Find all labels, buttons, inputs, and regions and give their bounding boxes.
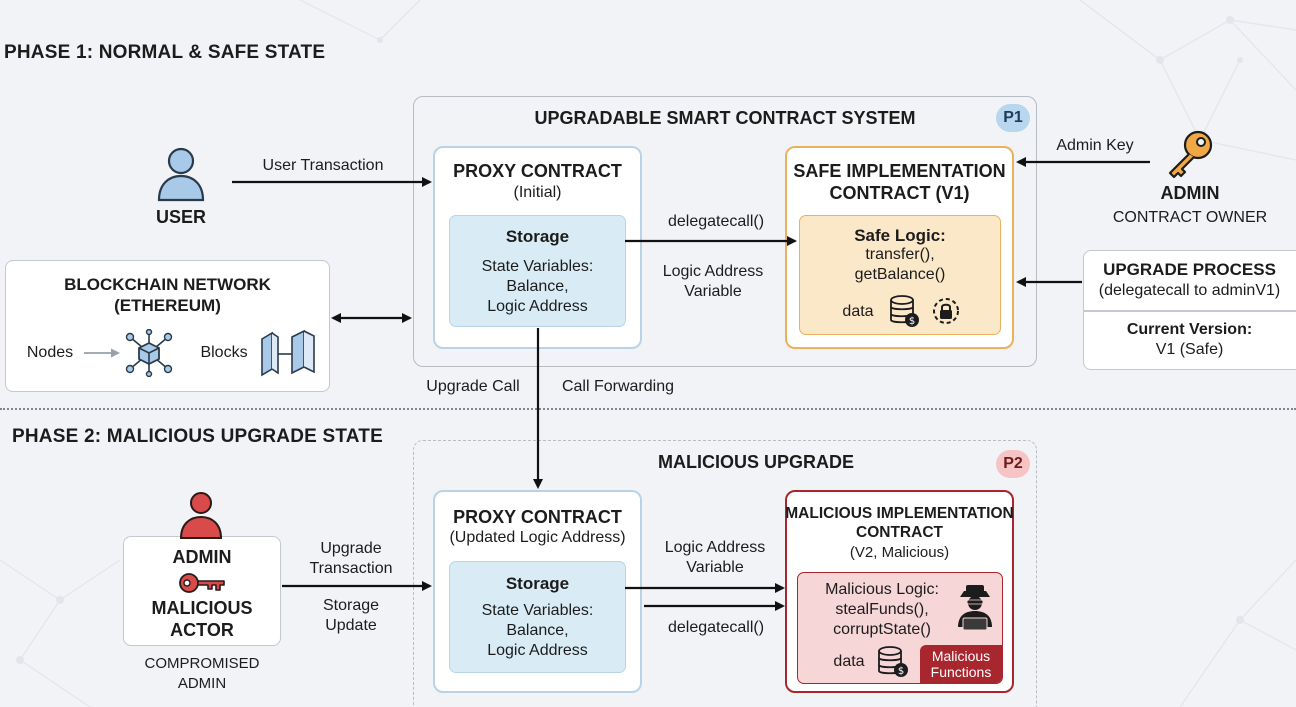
red-key-icon (179, 573, 225, 593)
upgrade-transaction-line1: Upgrade (320, 540, 382, 557)
proxy-updated-storage-line2: Balance, (506, 622, 569, 639)
safe-logic-box (799, 215, 1001, 335)
phase1-system-title: UPGRADABLE SMART CONTRACT SYSTEM (534, 108, 916, 128)
malicious-logic-line2: stealFunds(), (835, 601, 929, 618)
blocks-label: Blocks (200, 344, 248, 361)
database-icon: $ (890, 295, 919, 327)
upgrade-transaction-line2: Transaction (309, 560, 393, 577)
proxy-updated-subtitle: (Updated Logic Address) (449, 529, 626, 546)
node-cube-icon (125, 329, 173, 377)
malicious-logic-line3: corruptState() (833, 621, 931, 638)
compromised-admin-line1: COMPROMISED (144, 655, 260, 672)
proxy-updated-storage-line1: State Variables: (481, 602, 594, 619)
malicious-functions-tag (920, 645, 1002, 683)
database-icon: $ (878, 646, 908, 677)
proxy-updated-title: PROXY CONTRACT (453, 507, 622, 527)
storage-update-line2: Update (325, 617, 377, 634)
admin-key-label: Admin Key (1056, 137, 1134, 154)
safe-data-label: data (842, 303, 874, 320)
malicious-logic-line1: Malicious Logic: (825, 581, 939, 598)
upgrade-call-label: Upgrade Call (426, 378, 520, 395)
p2-logic-address-line2: Variable (686, 559, 744, 576)
blockchain-title-line2: (ETHEREUM) (114, 296, 221, 315)
malicious-impl-subtitle: (V2, Malicious) (849, 544, 950, 561)
call-forwarding-label: Call Forwarding (561, 378, 675, 395)
current-version-title: Current Version: (1126, 321, 1253, 338)
malicious-actor-line1: MALICIOUS (151, 598, 253, 618)
upgrade-process-title: UPGRADE PROCESS (1103, 260, 1276, 279)
safe-logic-line1: transfer(), (865, 246, 935, 263)
proxy-initial-storage-line3: Logic Address (487, 298, 588, 315)
p2-logic-address-line1: Logic Address (664, 539, 766, 556)
phase2-system-title: MALICIOUS UPGRADE (657, 452, 854, 472)
proxy-updated-storage-line3: Logic Address (487, 642, 588, 659)
key-icon (1168, 130, 1213, 179)
malicious-functions-line1: Malicious (931, 648, 991, 664)
gear-lock-icon (933, 298, 959, 324)
blocks-icon (261, 329, 315, 377)
safe-logic-title: Safe Logic: (854, 226, 946, 245)
malicious-impl-title-line2: CONTRACT (856, 524, 943, 541)
proxy-updated-storage (449, 561, 626, 673)
malicious-actor-line2: ACTOR (170, 620, 234, 640)
blockchain-title-line1: BLOCKCHAIN NETWORK (64, 275, 271, 294)
nodes-label: Nodes (26, 344, 74, 361)
phase2-title: PHASE 2: MALICIOUS UPGRADE STATE (12, 426, 383, 447)
svg-text:$: $ (909, 316, 915, 327)
malicious-functions-line2: Functions (930, 664, 992, 680)
user-transaction-label: User Transaction (262, 157, 384, 174)
phase1-title: PHASE 1: NORMAL & SAFE STATE (4, 42, 326, 63)
safe-impl-title-line1: SAFE IMPLEMENTATION (793, 161, 1006, 181)
attacker-card (123, 536, 281, 646)
admin-label: ADMIN (1160, 183, 1220, 203)
attacker-admin-label: ADMIN (172, 547, 232, 567)
phase-divider (0, 408, 1296, 410)
proxy-initial-title: PROXY CONTRACT (453, 161, 622, 181)
proxy-initial-storage-line1: State Variables: (481, 258, 594, 275)
user-label: USER (155, 207, 206, 227)
p1-logic-address-line2: Variable (684, 283, 742, 300)
proxy-initial-storage-title: Storage (505, 227, 570, 246)
proxy-updated-storage-title: Storage (505, 574, 570, 593)
upgrade-process-subtitle: (delegatecall to adminV1) (1098, 282, 1281, 299)
phase1-badge: P1 (996, 104, 1030, 132)
svg-text:$: $ (898, 666, 904, 677)
storage-update-line1: Storage (322, 597, 380, 614)
admin-sublabel: CONTRACT OWNER (1112, 209, 1268, 226)
proxy-initial-storage-line2: Balance, (506, 278, 569, 295)
malicious-data-label: data (833, 653, 865, 670)
attacker-icon (179, 492, 223, 539)
current-version-value: V1 (Safe) (1155, 341, 1224, 358)
p1-delegatecall-label: delegatecall() (667, 213, 765, 230)
proxy-initial-subtitle: (Initial) (513, 184, 562, 201)
p1-logic-address-line1: Logic Address (662, 263, 764, 280)
compromised-admin-line2: ADMIN (177, 675, 227, 692)
malicious-impl-title-line1: MALICIOUS IMPLEMENTATION (785, 505, 1014, 522)
user-icon (157, 147, 205, 202)
upgrade-process-divider (1083, 310, 1296, 312)
hacker-icon (958, 585, 992, 631)
p2-delegatecall-label: delegatecall() (667, 619, 765, 636)
proxy-initial-storage (449, 215, 626, 327)
safe-logic-line2: getBalance() (854, 266, 946, 283)
safe-impl-title-line2: CONTRACT (V1) (829, 183, 970, 203)
phase2-badge: P2 (996, 450, 1030, 478)
